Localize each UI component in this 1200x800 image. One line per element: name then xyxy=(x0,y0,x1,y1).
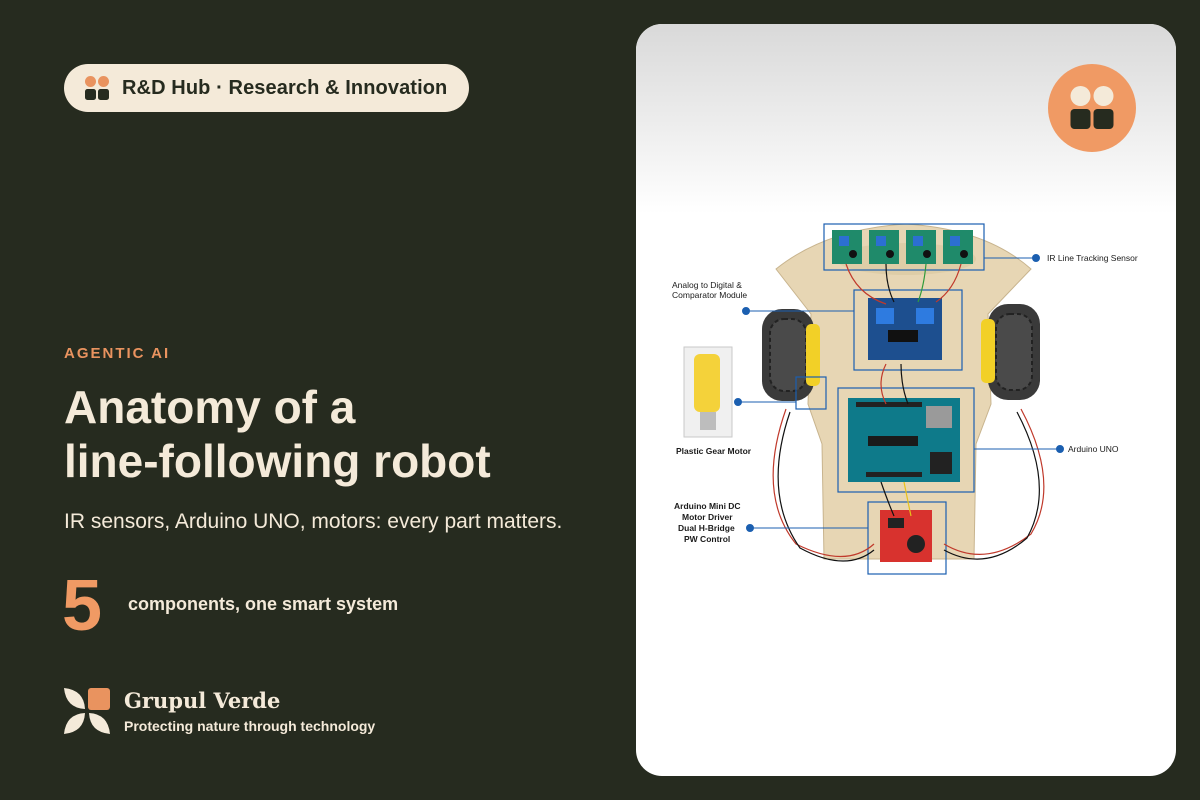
hub-badge-icon xyxy=(1070,86,1114,129)
diagram-card: IR Line Tracking Sensor Analog to Digita… xyxy=(636,24,1176,776)
brand-text: Grupul Verde Protecting nature through t… xyxy=(124,688,375,734)
subtitle: IR sensors, Arduino UNO, motors: every p… xyxy=(64,510,563,533)
label-driver-line1: Arduino Mini DC xyxy=(674,501,741,511)
wiring xyxy=(772,263,1045,562)
robot-diagram: IR Line Tracking Sensor Analog to Digita… xyxy=(672,223,1138,575)
left-wheel xyxy=(762,309,820,401)
label-driver-line3: Dual H-Bridge xyxy=(678,523,735,533)
right-wheel xyxy=(981,304,1040,400)
gear-motor-image xyxy=(683,346,827,438)
title-line-1: Anatomy of a xyxy=(64,381,356,433)
label-arduino: Arduino UNO xyxy=(1068,444,1119,454)
stat-label: components, one smart system xyxy=(128,594,399,614)
title-line-2: line-following robot xyxy=(64,435,491,487)
stat-number: 5 xyxy=(62,566,103,646)
hub-badge xyxy=(1048,64,1136,152)
motor-driver-board xyxy=(867,501,947,575)
eyebrow-label: AGENTIC AI xyxy=(64,345,171,362)
leaf-logo-icon xyxy=(64,688,110,734)
hub-logo-icon xyxy=(85,76,109,100)
brand-tagline: Protecting nature through technology xyxy=(124,718,376,734)
label-driver-line4: PW Control xyxy=(684,534,730,544)
label-driver-line2: Motor Driver xyxy=(682,512,733,522)
label-gear-motor: Plastic Gear Motor xyxy=(676,446,752,456)
callout-lines xyxy=(734,254,1064,532)
brand-block: Grupul Verde Protecting nature through t… xyxy=(64,688,375,734)
label-ir-sensor: IR Line Tracking Sensor xyxy=(1047,253,1138,263)
label-adc-line1: Analog to Digital & xyxy=(672,280,742,290)
page-title: Anatomy of a line-following robot xyxy=(64,380,604,488)
label-adc-line2: Comparator Module xyxy=(672,290,747,300)
brand-name: Grupul Verde xyxy=(124,688,281,713)
section-pill: R&D Hub · Research & Innovation xyxy=(64,64,470,112)
ir-sensor-array xyxy=(823,223,985,271)
arduino-board xyxy=(837,387,975,493)
adc-comparator-module xyxy=(853,289,963,371)
pill-label: R&D Hub · Research & Innovation xyxy=(122,76,448,99)
